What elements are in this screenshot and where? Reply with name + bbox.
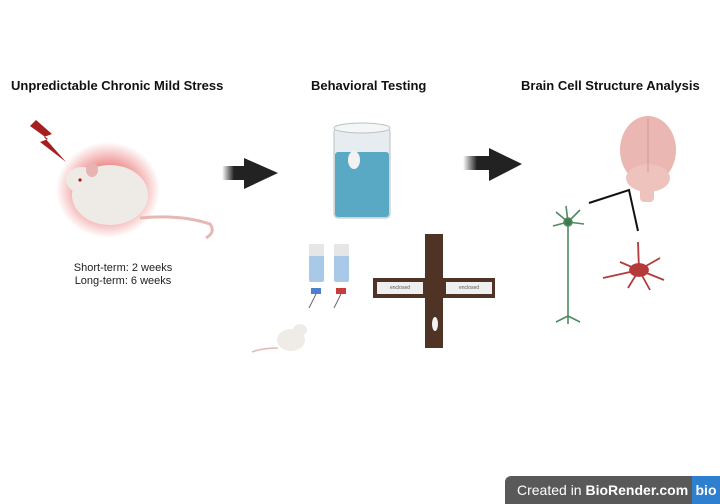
panel-title-brain: Brain Cell Structure Analysis [521, 78, 700, 93]
astrocyte-neuron-icon [602, 241, 665, 291]
connector-line [588, 188, 639, 232]
short-term-duration: Short-term: 2 weeks [73, 262, 173, 274]
long-term-duration: Long-term: 6 weeks [74, 275, 172, 287]
badge-text: Created in BioRender.com [505, 482, 692, 498]
arrow-icon-1 [222, 158, 278, 189]
arrow-icon-2 [463, 148, 522, 181]
elevated-plus-maze-icon [373, 234, 495, 348]
pyramidal-neuron-icon [552, 205, 585, 324]
biorender-badge[interactable]: Created in BioRender.com bio [505, 476, 720, 504]
stressed-mouse-icon [56, 142, 214, 240]
forced-swim-tank-icon [333, 122, 391, 219]
badge-prefix: Created in [517, 482, 586, 498]
stress-duration-note: Short-term: 2 weeks Long-term: 6 weeks [58, 262, 188, 288]
biorender-logo-icon: bio [692, 476, 720, 504]
maze-arm-label-left: enclosed [389, 285, 410, 291]
badge-brand: BioRender.com [585, 482, 689, 498]
mouse-icon [251, 324, 307, 353]
sucrose-bottle-icons [308, 244, 349, 309]
lightning-icon [30, 120, 66, 162]
brain-icon [620, 116, 676, 202]
maze-arm-label-right: enclosed [458, 285, 479, 291]
panel-title-stress: Unpredictable Chronic Mild Stress [11, 78, 224, 93]
panel-title-behavior: Behavioral Testing [311, 78, 427, 93]
